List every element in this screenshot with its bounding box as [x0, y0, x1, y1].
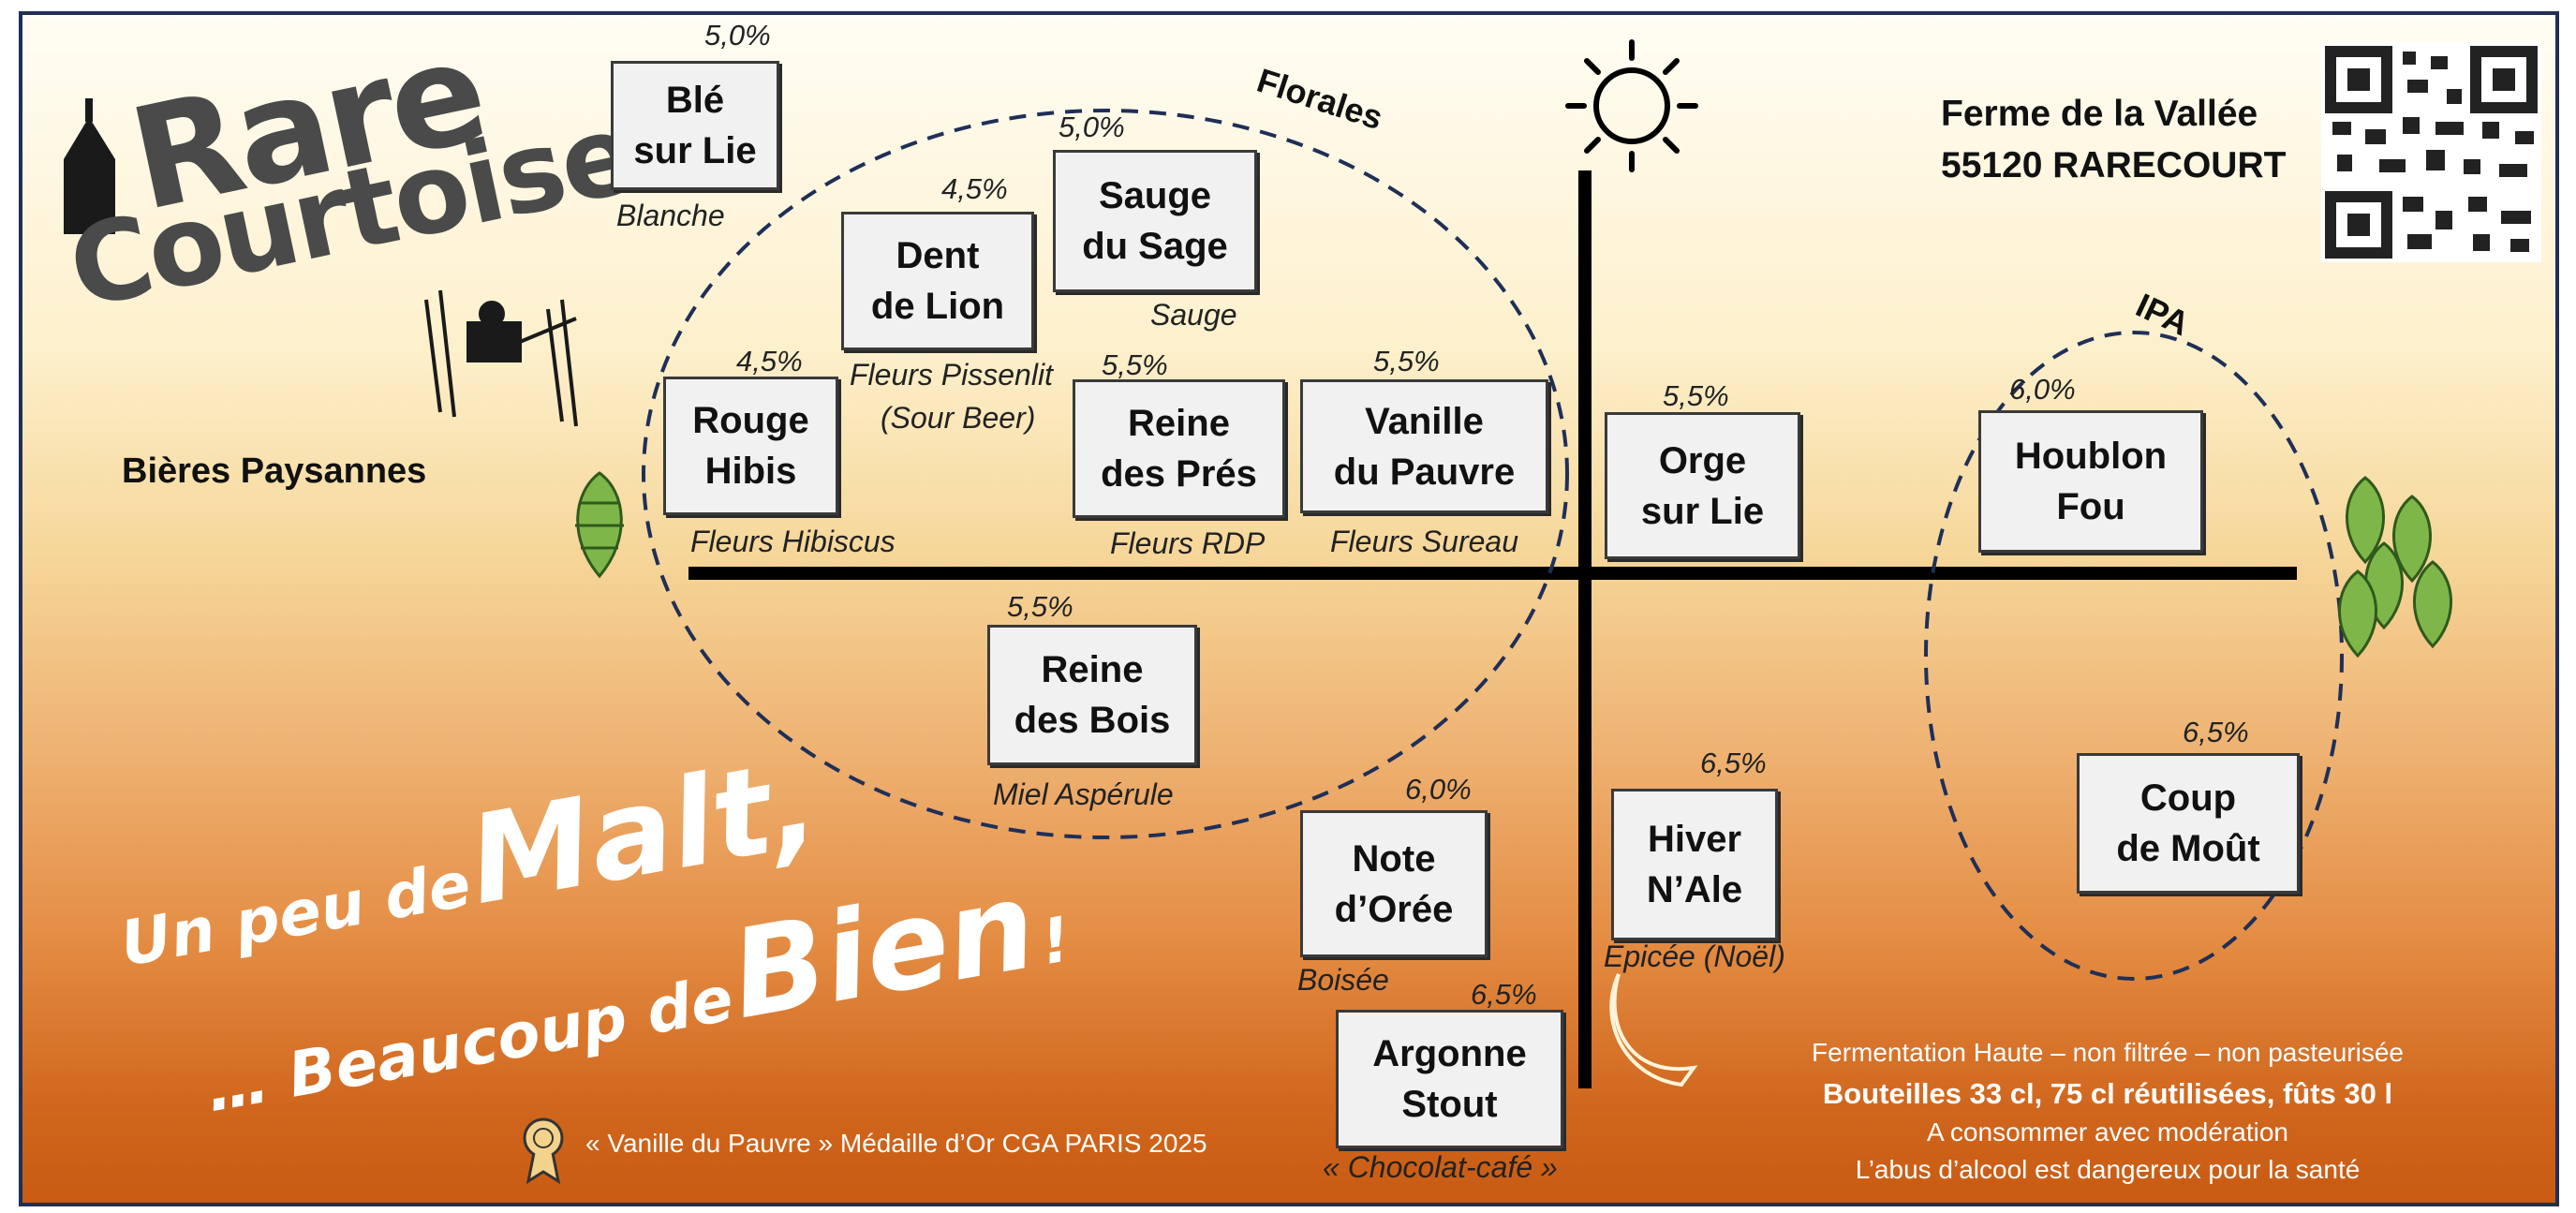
beer-note: « Chocolat-café » [1323, 1150, 1558, 1184]
beer-abv: 6,0% [1405, 773, 1472, 806]
beer-name: du Pauvre [1333, 451, 1516, 493]
beer-name: Hibis [704, 451, 797, 492]
medal-icon [523, 1117, 564, 1185]
info-line1: Fermentation Haute – non filtrée – non p… [1812, 1038, 2404, 1067]
beer-card-coup[interactable]: Coup de Moût [2077, 753, 2300, 894]
beer-name: Note [1352, 837, 1436, 880]
qr-code-icon [2321, 42, 2541, 262]
beer-abv: 4,5% [941, 172, 1008, 205]
beer-name: d’Orée [1334, 888, 1454, 930]
address-line2: 55120 RARECOURT [1941, 145, 2287, 185]
beer-card-sauge[interactable]: Sauge du Sage [1053, 150, 1257, 292]
beer-name: de Lion [870, 286, 1005, 327]
beer-abv: 5,5% [1007, 590, 1073, 623]
beer-abv: 4,5% [736, 345, 803, 377]
beer-name: des Prés [1101, 453, 1257, 495]
beer-name: Vanille [1365, 400, 1484, 442]
beer-note: Sauge [1150, 298, 1237, 332]
beer-note: Epicée (Noël) [1604, 939, 1785, 973]
hop-icon [2338, 476, 2452, 658]
florales-zone-outline [642, 109, 1569, 839]
address-line1: Ferme de la Vallée [1941, 94, 2258, 134]
beer-card-reinepres[interactable]: Reine des Prés [1073, 379, 1285, 518]
beer-card-vanille[interactable]: Vanille du Pauvre [1300, 379, 1548, 513]
beer-note-secondary: (Sour Beer) [881, 401, 1036, 435]
beer-note: Fleurs Pissenlit [850, 358, 1053, 392]
beer-abv: 6,5% [1700, 747, 1767, 779]
beer-name: Stout [1401, 1084, 1498, 1125]
beer-abv: 5,5% [1102, 348, 1168, 381]
beer-name: Argonne [1372, 1033, 1527, 1074]
ipa-zone-outline [1924, 331, 2344, 981]
hop-icon [575, 471, 624, 579]
info-line2: Bouteilles 33 cl, 75 cl réutilisées, fût… [1822, 1077, 2393, 1110]
medal-award-text: « Vanille du Pauvre » Médaille d’Or CGA … [585, 1129, 1207, 1158]
beer-name: Hiver [1647, 819, 1742, 860]
beer-name: Houblon [2014, 436, 2168, 477]
moon-icon [1609, 973, 1698, 1087]
beer-card-noteoree[interactable]: Note d’Orée [1300, 810, 1488, 957]
beer-name: des Bois [1014, 700, 1171, 741]
beer-name: Sauge [1098, 175, 1212, 216]
beer-abv: 6,5% [2183, 716, 2249, 748]
beer-note: Fleurs Hibiscus [690, 525, 896, 558]
beer-card-orge[interactable]: Orge sur Lie [1605, 412, 1800, 559]
farmer-icon [424, 289, 578, 427]
beer-name: sur Lie [1640, 490, 1765, 532]
beer-abv: 5,0% [1059, 111, 1125, 143]
church-icon [64, 98, 115, 234]
beer-name: de Moût [2116, 828, 2260, 869]
beer-name: Orge [1658, 439, 1747, 481]
beer-name: Fou [2056, 486, 2125, 527]
beer-name: Blé [665, 80, 725, 121]
beer-note: Fleurs RDP [1110, 526, 1266, 560]
beer-name: Rouge [692, 400, 809, 441]
beer-name: du Sage [1082, 226, 1228, 267]
beer-name: N’Ale [1646, 869, 1743, 910]
beer-note: Blanche [616, 199, 725, 232]
beer-note: Miel Aspérule [993, 777, 1174, 811]
beer-name: Reine [1128, 403, 1230, 444]
beer-abv: 5,5% [1663, 379, 1729, 412]
beer-card-reinebois[interactable]: Reine des Bois [987, 625, 1197, 765]
beer-name: sur Lie [633, 130, 757, 171]
beer-abv: 5,0% [704, 19, 771, 52]
beer-name: Dent [896, 235, 980, 276]
brand-tagline: Bières Paysannes [122, 451, 427, 491]
beer-note: Boisée [1297, 963, 1389, 997]
beer-name: Coup [2139, 777, 2237, 819]
beer-note: Fleurs Sureau [1330, 525, 1518, 558]
sun-icon [1565, 39, 1698, 172]
beer-card-dent[interactable]: Dent de Lion [841, 212, 1034, 350]
beer-name: Reine [1041, 649, 1144, 690]
info-line4: L’abus d’alcool est dangereux pour la sa… [1855, 1155, 2361, 1184]
poster-background [19, 11, 2559, 1206]
beer-abv: 5,5% [1373, 345, 1440, 377]
info-line3: A consommer avec modération [1927, 1117, 2288, 1146]
beer-card-ble[interactable]: Blé sur Lie [611, 61, 779, 190]
beer-abv: 6,0% [2009, 373, 2076, 406]
beer-abv: 6,5% [1471, 978, 1537, 1011]
